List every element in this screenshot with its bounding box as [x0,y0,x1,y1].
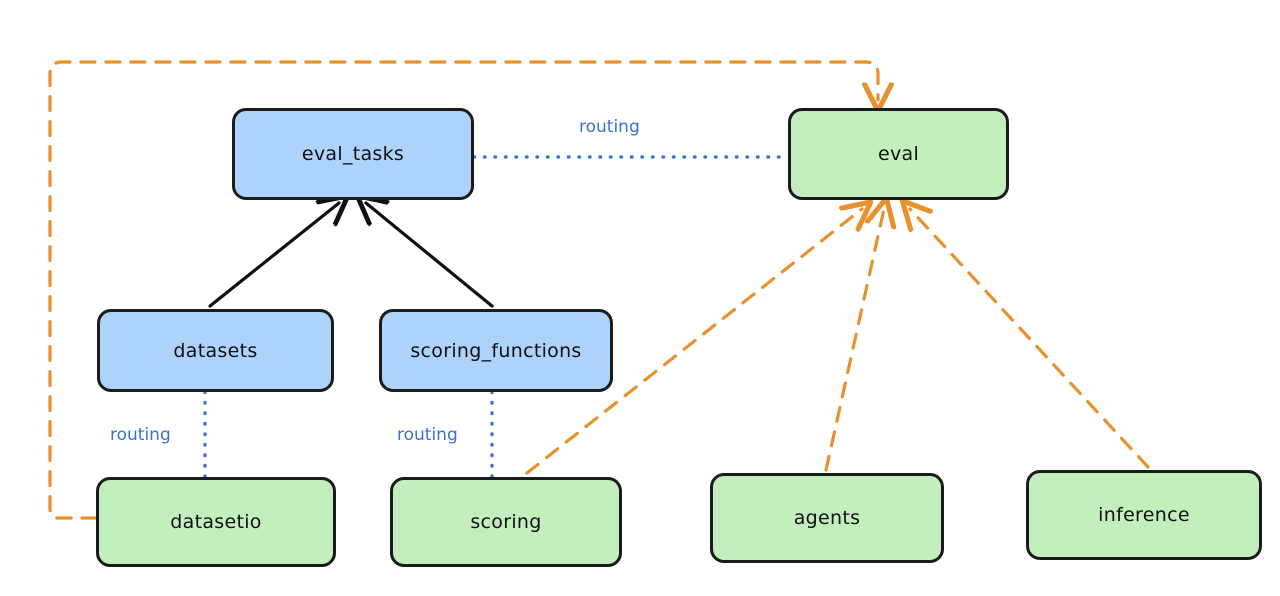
edge-datasets-to-eval-tasks[interactable] [208,203,339,308]
node-inference[interactable]: inference [1026,470,1262,560]
edge-scoring-functions-to-eval-tasks[interactable] [366,203,494,308]
edge-label-routing-datasets-datasetio: routing [110,425,171,445]
node-datasets-label: datasets [173,339,258,362]
node-scoring[interactable]: scoring [390,477,622,567]
node-scoring-functions[interactable]: scoring_functions [379,309,613,392]
node-scoring-functions-label: scoring_functions [410,339,582,362]
node-eval[interactable]: eval [788,108,1009,200]
node-eval-tasks[interactable]: eval_tasks [232,108,474,200]
edge-inference-to-eval[interactable] [910,209,1150,469]
node-datasetio-label: datasetio [170,511,262,533]
node-agents-label: agents [793,507,861,529]
node-eval-label: eval [877,143,920,165]
node-agents[interactable]: agents [710,473,944,563]
edge-agents-to-eval[interactable] [824,209,884,472]
node-datasetio[interactable]: datasetio [96,477,336,567]
edge-scoring-to-eval[interactable] [525,209,862,475]
edge-label-routing-eval-tasks-eval: routing [579,117,640,137]
node-eval-tasks-label: eval_tasks [301,143,405,165]
edge-label-routing-scoring-functions-scoring: routing [397,425,458,445]
node-datasets[interactable]: datasets [97,309,334,392]
node-scoring-label: scoring [470,511,542,533]
node-inference-label: inference [1098,504,1190,526]
